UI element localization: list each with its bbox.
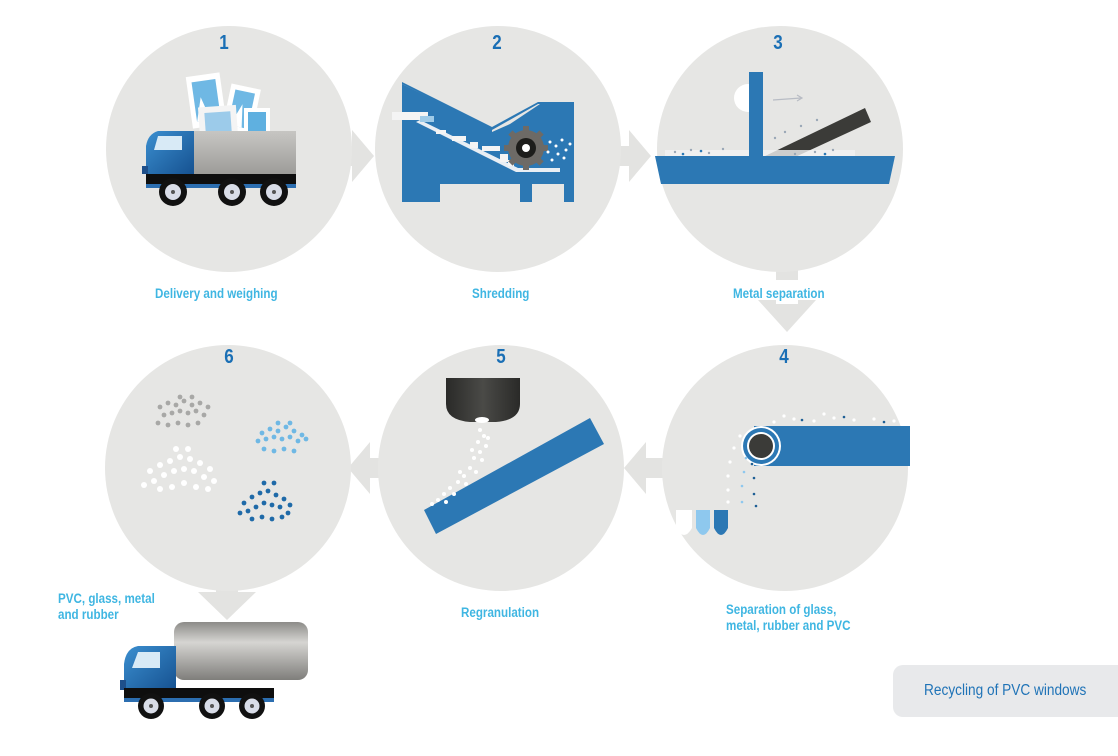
- shredder-machine-icon: [392, 82, 574, 202]
- arrow-down-icon: [198, 578, 256, 620]
- arrow-right-icon: [607, 130, 651, 182]
- step-4-number: 4: [779, 346, 789, 368]
- diagram-title: Recycling of PVC windows: [924, 682, 1087, 699]
- step-4-label-line-2: metal, rubber and PVC: [726, 618, 851, 633]
- arrow-right-icon: [330, 130, 374, 182]
- diagram-caption: Recycling of PVC windows: [893, 665, 1118, 717]
- step-1-label: Delivery and weighing: [155, 286, 278, 301]
- step-2-number: 2: [492, 32, 502, 54]
- output-label-line-1: PVC, glass, metal: [58, 591, 155, 606]
- granulator-hopper-icon: [424, 378, 604, 534]
- step-3-label: Metal separation: [733, 286, 825, 301]
- step-6-number: 6: [224, 346, 234, 368]
- step-4-circle: [662, 345, 908, 591]
- step-2-label: Shredding: [472, 286, 530, 301]
- arrow-left-icon: [348, 442, 396, 494]
- conveyor-sorting-icon: [676, 412, 910, 535]
- step-4-label-line-1: Separation of glass,: [726, 602, 837, 617]
- sorted-granules-icon: [141, 394, 309, 522]
- tanker-truck-icon: [120, 622, 308, 719]
- step-3-number: 3: [773, 32, 783, 54]
- step-1-number: 1: [219, 32, 229, 54]
- output-label-line-2: and rubber: [58, 607, 119, 622]
- magnetic-separator-icon: [655, 72, 895, 184]
- arrow-left-icon: [624, 442, 672, 494]
- step-5-label: Regranulation: [461, 605, 540, 620]
- step-5-number: 5: [496, 346, 506, 368]
- delivery-truck-with-windows-icon: [142, 72, 296, 206]
- step-6-circle: [105, 345, 351, 591]
